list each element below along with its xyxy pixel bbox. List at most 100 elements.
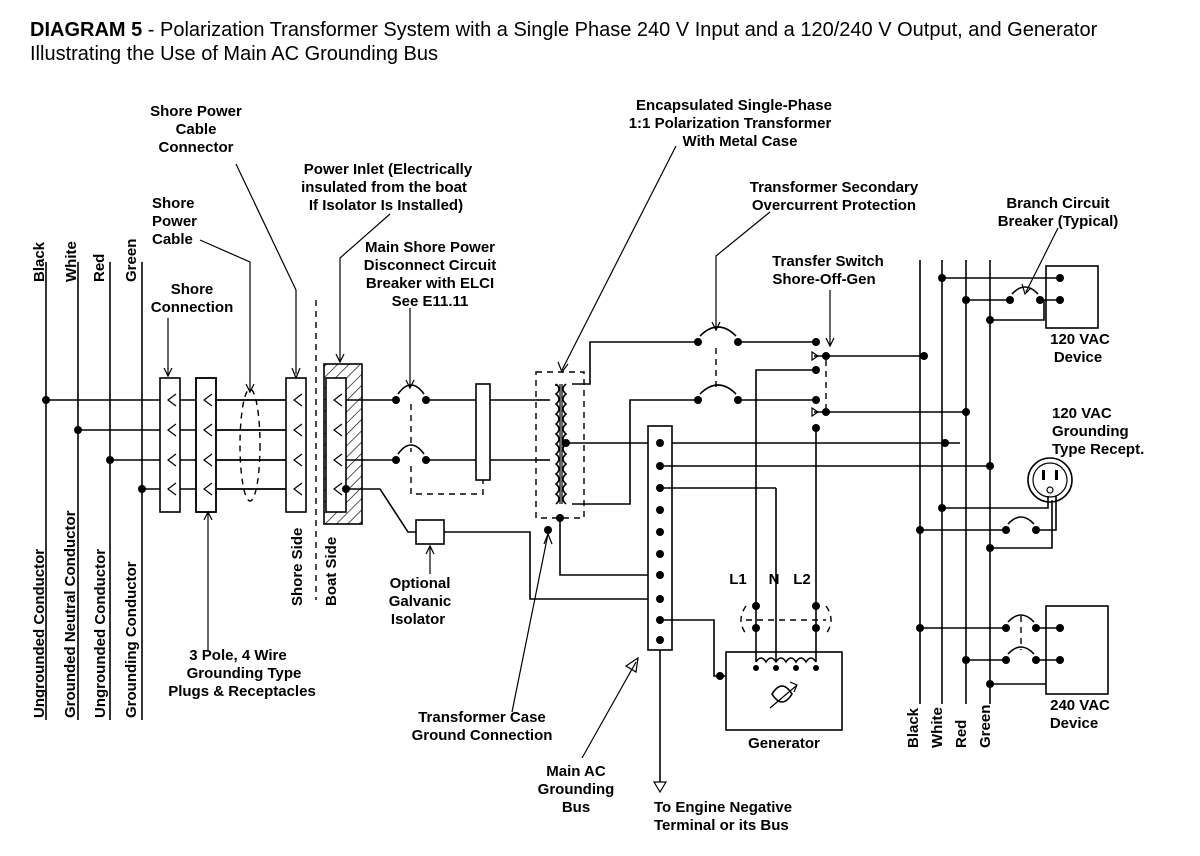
cable-connector-plug [195, 377, 217, 513]
label-gen-l2: L2 [793, 571, 811, 588]
label-engine: To Engine Negative Terminal or its Bus [654, 799, 792, 834]
right-conductor-green: Green [977, 705, 994, 748]
shore-connection-plug [159, 377, 181, 513]
svg-text:Isolator: Isolator [391, 611, 445, 628]
svg-text:With Metal Case: With Metal Case [683, 133, 798, 150]
label-device-240: 240 VAC Device [1050, 697, 1110, 732]
label-power-inlet: Power Inlet (Electrically insulated from… [301, 161, 473, 214]
svg-text:Grounding: Grounding [538, 781, 615, 798]
page-title: DIAGRAM 5 - Polarization Transformer Sys… [30, 18, 1170, 66]
label-secondary-overcurrent: Transformer Secondary Overcurrent Protec… [750, 179, 919, 214]
label-gen-l1: L1 [729, 571, 747, 588]
label-case-ground: Transformer Case Ground Connection [412, 709, 553, 744]
svg-text:Power: Power [152, 213, 197, 230]
elci-sensor [475, 383, 491, 481]
polarization-transformer [535, 371, 585, 534]
svg-text:Transformer Secondary: Transformer Secondary [750, 179, 919, 196]
svg-text:Optional: Optional [390, 575, 451, 592]
label-shore-power-cable-connector: Shore Power Cable Connector [150, 103, 242, 156]
right-conductor-lines [919, 260, 994, 704]
shore-side-label: Shore Side [289, 528, 306, 606]
boat-side-label: Boat Side [323, 537, 340, 606]
grounded-neutral-conductor-label: Grounded Neutral Conductor [62, 510, 79, 718]
label-transfer-switch: Transfer Switch Shore-Off-Gen [772, 253, 884, 288]
svg-text:Shore: Shore [152, 195, 195, 212]
svg-text:Encapsulated Single-Phase: Encapsulated Single-Phase [636, 97, 832, 114]
svg-text:Power Inlet (Electrically: Power Inlet (Electrically [304, 161, 473, 178]
svg-text:See E11.11: See E11.11 [392, 293, 469, 310]
label-transformer: Encapsulated Single-Phase 1:1 Polarizati… [629, 97, 832, 150]
svg-text:Ground Connection: Ground Connection [412, 727, 553, 744]
left-conductor-white: White [63, 241, 80, 282]
svg-text:Breaker (Typical): Breaker (Typical) [998, 213, 1119, 230]
svg-text:Galvanic: Galvanic [389, 593, 452, 610]
svg-text:Cable: Cable [176, 121, 217, 138]
svg-text:Disconnect Circuit: Disconnect Circuit [364, 257, 497, 274]
svg-text:Plugs & Receptacles: Plugs & Receptacles [168, 683, 316, 700]
svg-text:Breaker with ELCI: Breaker with ELCI [366, 275, 494, 292]
svg-text:Connection: Connection [151, 299, 234, 316]
right-conductor-red: Red [953, 720, 970, 748]
svg-text:Overcurrent Protection: Overcurrent Protection [752, 197, 916, 214]
svg-text:Grounding Type: Grounding Type [187, 665, 302, 682]
right-conductor-white: White [929, 707, 946, 748]
svg-text:Terminal or its Bus: Terminal or its Bus [654, 817, 789, 834]
power-inlet-block [323, 363, 363, 525]
grounding-conductor-label: Grounding Conductor [123, 561, 140, 718]
label-device-120: 120 VAC Device [1050, 331, 1110, 366]
svg-text:Transfer Switch: Transfer Switch [772, 253, 884, 270]
svg-text:3 Pole, 4 Wire: 3 Pole, 4 Wire [189, 647, 286, 664]
label-generator: Generator [748, 735, 820, 752]
left-conductor-red: Red [91, 254, 108, 282]
svg-text:Main AC: Main AC [546, 763, 606, 780]
device-120vac [938, 265, 1099, 329]
svg-text:insulated from the boat: insulated from the boat [301, 179, 467, 196]
svg-text:Shore-Off-Gen: Shore-Off-Gen [772, 271, 875, 288]
device-240vac [916, 605, 1109, 695]
label-galvanic-isolator: Optional Galvanic Isolator [389, 575, 452, 628]
leader-lines [163, 145, 1059, 759]
svg-text:Main Shore Power: Main Shore Power [365, 239, 495, 256]
svg-text:Device: Device [1050, 715, 1098, 732]
label-shore-power-cable: Shore Power Cable [152, 195, 197, 248]
main-ac-grounding-bus [647, 425, 673, 651]
svg-text:Device: Device [1054, 349, 1102, 366]
svg-text:If Isolator Is Installed): If Isolator Is Installed) [309, 197, 463, 214]
cable-bundle-outline [239, 388, 261, 502]
generator [725, 488, 843, 731]
receptacle-120vac [916, 457, 1073, 552]
secondary-overcurrent-breakers [694, 326, 742, 404]
svg-text:Connector: Connector [159, 139, 234, 156]
svg-text:Branch Circuit: Branch Circuit [1006, 195, 1109, 212]
svg-text:1:1 Polarization Transformer: 1:1 Polarization Transformer [629, 115, 832, 132]
svg-text:Type Recept.: Type Recept. [1052, 441, 1144, 458]
main-breaker [392, 384, 430, 464]
label-branch-breaker: Branch Circuit Breaker (Typical) [998, 195, 1119, 230]
label-grounding-bus: Main AC Grounding Bus [538, 763, 615, 816]
svg-text:120 VAC: 120 VAC [1050, 331, 1110, 348]
left-conductor-green: Green [123, 239, 140, 282]
ungrounded-conductor-label-2: Ungrounded Conductor [92, 549, 109, 718]
page-title-lead: DIAGRAM 5 [30, 19, 143, 41]
ungrounded-conductor-label-1: Ungrounded Conductor [31, 549, 48, 718]
svg-text:Bus: Bus [562, 799, 590, 816]
transfer-switch [755, 338, 966, 606]
svg-text:To Engine Negative: To Engine Negative [654, 799, 792, 816]
svg-text:Cable: Cable [152, 231, 193, 248]
label-recept-120: 120 VAC Grounding Type Recept. [1052, 405, 1144, 458]
label-main-breaker: Main Shore Power Disconnect Circuit Brea… [364, 239, 497, 310]
svg-text:Shore Power: Shore Power [150, 103, 242, 120]
svg-text:240 VAC: 240 VAC [1050, 697, 1110, 714]
label-shore-connection: Shore Connection [151, 281, 234, 316]
label-plugs: 3 Pole, 4 Wire Grounding Type Plugs & Re… [168, 647, 316, 700]
page-title-text: - Polarization Transformer System with a… [30, 19, 1098, 65]
left-conductor-black: Black [31, 241, 48, 282]
galvanic-isolator [415, 519, 445, 545]
svg-text:Shore: Shore [171, 281, 214, 298]
inlet-connector-plug [285, 377, 307, 513]
svg-text:Transformer Case: Transformer Case [418, 709, 546, 726]
svg-text:120 VAC: 120 VAC [1052, 405, 1112, 422]
label-gen-n: N [769, 571, 780, 588]
right-conductor-black: Black [905, 707, 922, 748]
